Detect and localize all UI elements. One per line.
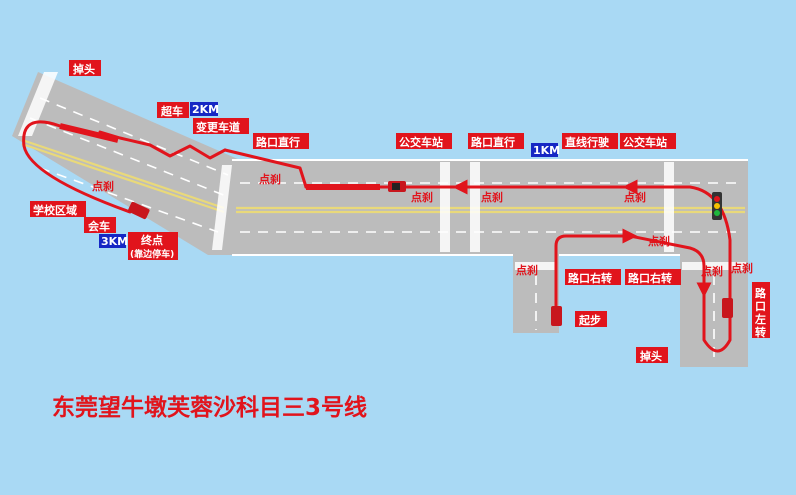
svg-text:学校区域: 学校区域 [33,203,77,217]
brake-point: 点刹 [516,263,538,277]
crosswalk-diag-top [18,72,58,136]
svg-text:终点: 终点 [141,233,163,247]
label-uturn-bottom: 掉头 [636,347,668,363]
badge-2km: 2KM [190,102,219,116]
brake-points: 点刹 点刹 点刹 点刹 点刹 点刹 点刹 点刹 点刹 [92,172,753,278]
brake-point: 点刹 [701,264,723,278]
svg-text:路口直行: 路口直行 [471,135,515,149]
route-diag-thick [59,123,119,143]
svg-text:变更车道: 变更车道 [196,120,240,134]
road-network [12,72,748,367]
route-uturn-bottom [702,288,732,353]
car-icon [388,181,406,192]
crosswalk-right [682,262,746,270]
car-icon [128,201,150,220]
crosswalk-start [515,262,557,270]
label-right-turn-1: 路口右转 [565,269,621,285]
svg-text:公交车站: 公交车站 [399,135,443,149]
brake-point: 点刹 [624,190,646,204]
svg-text:直线行驶: 直线行驶 [565,135,610,149]
label-straight-drive: 直线行驶 [562,133,618,149]
traffic-light-icon [712,192,722,220]
crosswalk-diag-bottom [212,165,232,250]
svg-text:(靠边停车): (靠边停车) [130,248,174,260]
label-left-turn: 路 口 左 转 [752,282,770,339]
svg-text:会车: 会车 [88,219,110,233]
svg-text:口: 口 [755,300,766,313]
badge-1km: 1KM [531,143,560,157]
badge-3km: 3KM [99,234,128,248]
label-school-zone: 学校区域 [30,201,86,217]
label-bus-stop-2: 公交车站 [620,133,676,149]
brake-point: 点刹 [92,179,114,193]
svg-text:2KM: 2KM [192,103,219,116]
label-straight-2: 路口直行 [468,133,524,149]
driving-route [22,120,732,353]
map-title: 东莞望牛墩芙蓉沙科目三3号线 [52,394,367,421]
svg-text:掉头: 掉头 [640,349,662,363]
label-start: 起步 [575,311,607,327]
label-straight-1: 路口直行 [253,133,309,149]
label-uturn-top: 掉头 [69,60,101,76]
svg-text:掉头: 掉头 [73,62,95,76]
route-overtake [98,130,227,160]
label-bus-stop-1: 公交车站 [396,133,452,149]
road-diagonal [12,72,240,255]
svg-text:路口直行: 路口直行 [256,135,300,149]
svg-text:路: 路 [755,286,767,300]
svg-text:公交车站: 公交车站 [623,135,667,149]
brake-point: 点刹 [259,172,281,186]
route-right-turn [628,234,712,298]
svg-text:1KM: 1KM [533,144,560,157]
svg-text:路口右转: 路口右转 [628,271,672,285]
brake-point: 点刹 [648,234,670,248]
svg-text:超车: 超车 [160,104,183,118]
svg-text:左: 左 [754,312,766,326]
route-diagonal [223,148,308,189]
car-icon [551,306,562,326]
label-right-turn-2: 路口右转 [625,269,681,285]
label-end-point: 终点 (靠边停车) [128,232,178,260]
brake-point: 点刹 [731,261,753,275]
brake-point: 点刹 [481,190,503,204]
label-change-lane: 变更车道 [193,118,249,134]
crosswalk-1 [440,162,674,252]
route-uturn-top [22,120,132,214]
car-icon [722,298,733,318]
svg-text:路口右转: 路口右转 [568,271,612,285]
svg-text:3KM: 3KM [101,235,128,248]
brake-point: 点刹 [411,190,433,204]
route-start-up [554,228,638,317]
svg-text:起步: 起步 [578,313,601,327]
label-overtake: 超车 [157,102,189,118]
svg-text:转: 转 [755,325,766,339]
label-meet-car: 会车 [84,217,116,233]
